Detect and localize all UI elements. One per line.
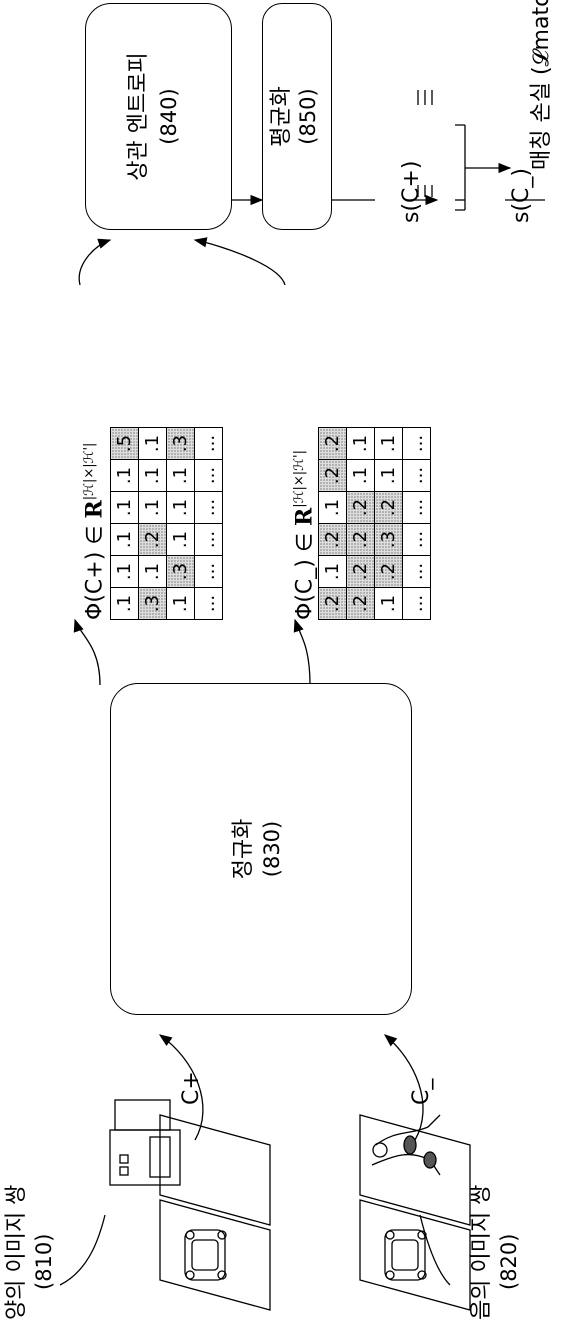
normalization-ref: (830) [259,684,285,1014]
phi-neg-matrix-cell: .2 [319,460,347,492]
phi-neg-matrix-cell: .3 [375,524,403,556]
phi-neg-matrix-cell: ... [403,524,431,556]
output-neg-label: s(C_) [510,168,534,223]
phi-pos-matrix-row: .1.3.1.1.1.3 [167,428,195,620]
phi-neg-matrix-cell: ... [403,428,431,460]
phi-pos-matrix-cell: .1 [111,588,139,620]
phi-neg-matrix-cell: .2 [347,524,375,556]
output-pos-label: s(C+) [400,161,424,223]
phi-neg-matrix: .2.1.2.1.2.2.2.2.2.2.1.1.1.2.3.2.1.1....… [318,427,431,620]
phi-neg-matrix-cell: .1 [347,460,375,492]
correlation-entropy-ref: (840) [156,4,182,229]
phi-pos-matrix-cell: ... [195,428,223,460]
phi-neg-symbol: Φ(C_) [292,559,317,620]
phi-neg-matrix-cell: .1 [375,428,403,460]
phi-neg-matrix-cell: .2 [319,588,347,620]
phi-neg-title: Φ(C_) ∈ R|ℋ|×|ℋ'| [288,450,317,620]
phi-neg-matrix-cell: .2 [319,428,347,460]
phi-pos-matrix-cell: ... [195,588,223,620]
phi-neg-matrix-row: .................. [403,428,431,620]
phi-pos-R: R [81,500,107,518]
phi-pos-matrix-cell: ... [195,492,223,524]
phi-neg-matrix-cell: .1 [375,460,403,492]
negative-image-pair-graphic [360,1115,470,1310]
averaging-box: 평균화 (850) [262,3,332,230]
positive-image-pair-graphic [110,1100,270,1310]
phi-pos-symbol: Φ(C+) [82,552,107,620]
phi-neg-matrix-cell: ... [403,556,431,588]
phi-pos-matrix-cell: .1 [139,492,167,524]
phi-pos-matrix-cell: .1 [167,492,195,524]
phi-pos-matrix-cell: .1 [111,492,139,524]
phi-pos-matrix-cell: .1 [111,460,139,492]
phi-neg-matrix-cell: .2 [375,492,403,524]
normalization-box: 정규화 (830) [110,683,412,1015]
loss-label: 매칭 손실 (𝓛match) [530,0,554,170]
phi-pos-matrix-row: .1.1.1.1.1.5 [111,428,139,620]
phi-pos-sup: |ℋ|×|ℋ'| [82,443,97,501]
phi-pos-matrix-cell: .3 [167,428,195,460]
averaging-ref: (850) [295,4,321,229]
phi-neg-matrix-cell: .2 [347,492,375,524]
phi-pos-matrix-cell: .1 [167,524,195,556]
phi-neg-matrix-cell: .1 [319,556,347,588]
phi-neg-matrix-cell: .2 [319,524,347,556]
phi-neg-matrix-cell: .1 [319,492,347,524]
phi-neg-in: ∈ [292,533,317,552]
phi-pos-matrix-cell: ... [195,556,223,588]
phi-pos-matrix-cell: .1 [139,556,167,588]
phi-neg-matrix-cell: .2 [347,556,375,588]
phi-pos-matrix-row: .3.1.2.1.1.1 [139,428,167,620]
positive-pair-label: 양의 이미지 쌍 [5,1185,29,1320]
phi-neg-matrix-cell: .1 [375,588,403,620]
phi-neg-matrix-cell: .2 [375,556,403,588]
negative-pair-label: 음의 이미지 쌍 [470,1185,494,1320]
phi-pos-matrix-cell: .1 [167,588,195,620]
phi-pos-matrix-cell: ... [195,524,223,556]
phi-neg-R: R [291,508,317,526]
phi-neg-matrix-cell: .1 [347,428,375,460]
phi-neg-matrix-cell: ... [403,588,431,620]
phi-pos-matrix-cell: .1 [139,428,167,460]
positive-pair-ref: (810) [32,1234,56,1290]
edge-c-minus-label: C_ [410,1079,434,1105]
phi-neg-matrix-cell: .2 [347,588,375,620]
phi-pos-matrix-cell: .1 [111,556,139,588]
phi-pos-matrix: .1.1.1.1.1.5.3.1.2.1.1.1.1.3.1.1.1.3....… [110,427,223,620]
phi-pos-matrix-row: .................. [195,428,223,620]
phi-pos-matrix-cell: .1 [139,460,167,492]
normalization-label: 정규화 [231,684,257,1014]
phi-pos-matrix-cell: .1 [167,460,195,492]
phi-pos-title: Φ(C+) ∈ R|ℋ|×|ℋ'| [78,443,107,620]
phi-pos-matrix-cell: .1 [111,524,139,556]
phi-neg-matrix-cell: ... [403,460,431,492]
phi-neg-matrix-row: .2.2.2.2.1.1 [347,428,375,620]
phi-pos-matrix-cell: .2 [139,524,167,556]
phi-neg-matrix-row: .1.2.3.2.1.1 [375,428,403,620]
averaging-label: 평균화 [269,4,295,229]
phi-pos-matrix-cell: .3 [167,556,195,588]
negative-pair-ref: (820) [497,1234,521,1290]
loss-text: 매칭 손실 [529,82,554,170]
edge-c-plus-label: C+ [180,1071,204,1105]
phi-pos-matrix-cell: .3 [139,588,167,620]
correlation-entropy-box: 상관 엔트로피 (840) [85,3,232,230]
phi-pos-in: ∈ [82,526,107,545]
correlation-entropy-label: 상관 엔트로피 [126,4,152,229]
phi-pos-matrix-cell: ... [195,460,223,492]
phi-neg-matrix-cell: ... [403,492,431,524]
phi-pos-matrix-cell: .5 [111,428,139,460]
phi-neg-matrix-row: .2.1.2.1.2.2 [319,428,347,620]
phi-neg-sup: |ℋ|×|ℋ'| [292,450,307,508]
loss-expr: (𝓛match) [529,0,554,75]
